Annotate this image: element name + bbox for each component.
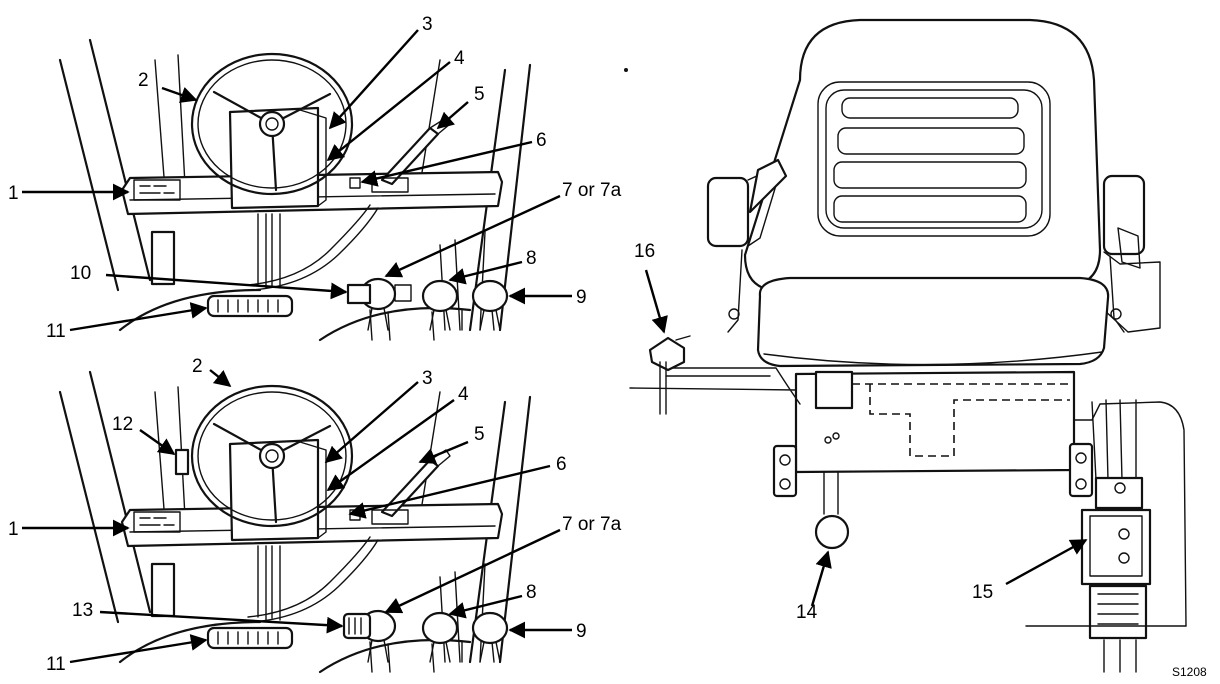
bottom-leader-lines [22, 369, 572, 664]
bottom-label-4: 4 [458, 384, 469, 405]
seat-labels: 16 14 15 S1208 [634, 241, 1207, 679]
top-cockpit-illustration [58, 38, 532, 342]
top-label-3: 3 [422, 14, 433, 35]
bottom-label-7: 7 or 7a [562, 514, 622, 535]
top-leader-lines [22, 29, 572, 332]
seat-label-14: 14 [796, 602, 818, 623]
top-label-10: 10 [70, 263, 91, 284]
bottom-cockpit-illustration [58, 370, 532, 674]
top-label-4: 4 [454, 48, 465, 69]
seat-label-15: 15 [972, 582, 993, 603]
top-label-9: 9 [576, 287, 587, 308]
bottom-label-12: 12 [112, 414, 133, 435]
bottom-label-9: 9 [576, 621, 587, 642]
bottom-label-3: 3 [422, 368, 433, 389]
top-label-7: 7 or 7a [562, 180, 622, 201]
top-label-1: 1 [8, 183, 19, 204]
seat-leader-lines [644, 269, 1088, 607]
bottom-label-8: 8 [526, 582, 537, 603]
seat-illustration [629, 18, 1187, 673]
figure-code: S1208 [1172, 665, 1207, 679]
top-label-11: 11 [46, 321, 66, 342]
speck-mark [624, 68, 628, 72]
bottom-label-11: 11 [46, 654, 66, 675]
bottom-label-6: 6 [556, 454, 567, 475]
top-label-8: 8 [526, 248, 537, 269]
seat-label-16: 16 [634, 241, 655, 262]
top-labels: 1 2 3 4 5 6 7 or 7a 8 9 10 11 [8, 14, 622, 342]
top-label-6: 6 [536, 130, 547, 151]
bottom-labels: 1 2 3 4 5 6 7 or 7a 8 9 11 12 13 [8, 356, 622, 675]
top-label-5: 5 [474, 84, 485, 105]
bottom-label-1: 1 [8, 519, 19, 540]
top-label-2: 2 [138, 70, 149, 91]
bottom-label-2: 2 [192, 356, 203, 377]
bottom-label-5: 5 [474, 424, 485, 445]
bottom-label-13: 13 [72, 600, 93, 621]
